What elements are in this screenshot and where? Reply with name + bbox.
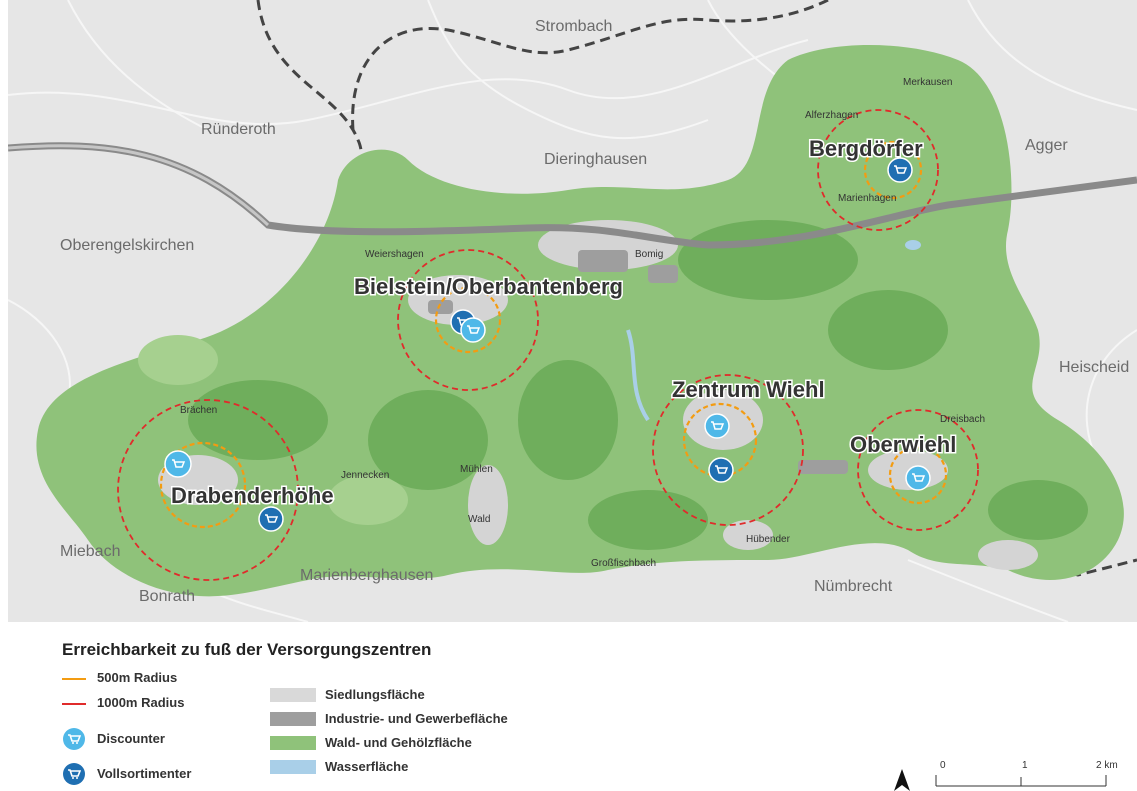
- place-label: Ründeroth: [201, 121, 276, 138]
- place-label: Weiershagen: [365, 249, 424, 260]
- discounter-cart-icon: [63, 728, 85, 750]
- walking-radius-1000m: [117, 109, 979, 581]
- legend-label-settlement: Siedlungsfläche: [325, 687, 425, 702]
- legend-swatch-settlement: [270, 688, 316, 702]
- place-label: Bomig: [635, 249, 663, 260]
- legend-label-1000m: 1000m Radius: [97, 695, 185, 710]
- discounter-marker-bielstein[interactable]: [460, 317, 486, 343]
- center-label-zentrum-wiehl: Zentrum Wiehl: [672, 377, 825, 402]
- center-label-bielstein: Bielstein/Oberbantenberg: [354, 274, 623, 299]
- place-label: Mühlen: [460, 464, 493, 475]
- legend-swatch-industry: [270, 712, 316, 726]
- vollsortimenter-marker-bergdoerfer[interactable]: [887, 157, 913, 183]
- place-label: Jennecken: [341, 470, 389, 481]
- settlement-areas: [158, 220, 1038, 570]
- vollsortimenter-cart-icon: [63, 763, 85, 785]
- scale-bar: 0 1 2 km: [894, 760, 1118, 791]
- legend-label-500m: 500m Radius: [97, 670, 178, 685]
- discounter-marker-wiehl[interactable]: [704, 413, 730, 439]
- center-label-bergdoerfer: Bergdörfer: [809, 136, 923, 161]
- legend-1000m-line: [62, 703, 86, 705]
- place-label: Dieringhausen: [544, 151, 647, 168]
- place-labels: Strombach Merkausen Alferzhagen Ründerot…: [60, 18, 1129, 605]
- map-canvas: Strombach Merkausen Alferzhagen Ründerot…: [8, 0, 1137, 622]
- place-label: Oberengelskirchen: [60, 237, 194, 254]
- vollsortimenter-marker-drabenderhoehe[interactable]: [258, 506, 284, 532]
- discounter-marker-oberwiehl[interactable]: [905, 465, 931, 491]
- place-label: Marienhagen: [838, 193, 896, 204]
- river: [626, 329, 650, 422]
- legend-label-forest: Wald- und Gehölzfläche: [325, 735, 472, 750]
- markers: [164, 157, 931, 532]
- place-label: Alferzhagen: [805, 110, 858, 121]
- legend-label-discounter: Discounter: [97, 731, 165, 746]
- place-label: Brächen: [180, 405, 217, 416]
- discounter-marker-drabenderhoehe[interactable]: [164, 450, 192, 478]
- place-label: Marienberghausen: [300, 567, 433, 584]
- legend-swatch-water: [270, 760, 316, 774]
- north-arrow-icon: [894, 769, 910, 791]
- industry-areas: [428, 250, 848, 474]
- legend-label-vollsortimenter: Vollsortimenter: [97, 766, 192, 781]
- scale-label-1: 1: [1022, 760, 1028, 771]
- legend-label-water: Wasserfläche: [325, 759, 409, 774]
- place-label: Miebach: [60, 543, 120, 560]
- place-label: Bonrath: [139, 588, 195, 605]
- legend-swatch-forest: [270, 736, 316, 750]
- place-label: Agger: [1025, 137, 1068, 154]
- legend-label-industry: Industrie- und Gewerbefläche: [325, 711, 508, 726]
- place-label: Nümbrecht: [814, 578, 893, 595]
- center-label-oberwiehl: Oberwiehl: [850, 432, 956, 457]
- center-label-drabenderhoehe: Drabenderhöhe: [171, 483, 334, 508]
- place-label: Hübender: [746, 534, 791, 545]
- place-label: Wald: [468, 514, 490, 525]
- legend-500m-line: [62, 678, 86, 680]
- place-label: Dreisbach: [940, 414, 985, 425]
- place-label: Großfischbach: [591, 558, 656, 569]
- place-label: Heischeid: [1059, 359, 1129, 376]
- center-labels: Bergdörfer Bielstein/Oberbantenberg Zent…: [170, 135, 958, 510]
- legend-title: Erreichbarkeit zu fuß der Versorgungszen…: [62, 640, 432, 659]
- walking-radius-500m: [159, 140, 948, 529]
- place-label: Merkausen: [903, 77, 952, 88]
- vollsortimenter-marker-wiehl[interactable]: [708, 457, 734, 483]
- scale-label-2km: 2 km: [1096, 760, 1118, 771]
- place-label: Strombach: [535, 18, 612, 35]
- scale-label-0: 0: [940, 760, 946, 771]
- municipality-area: [36, 45, 1124, 597]
